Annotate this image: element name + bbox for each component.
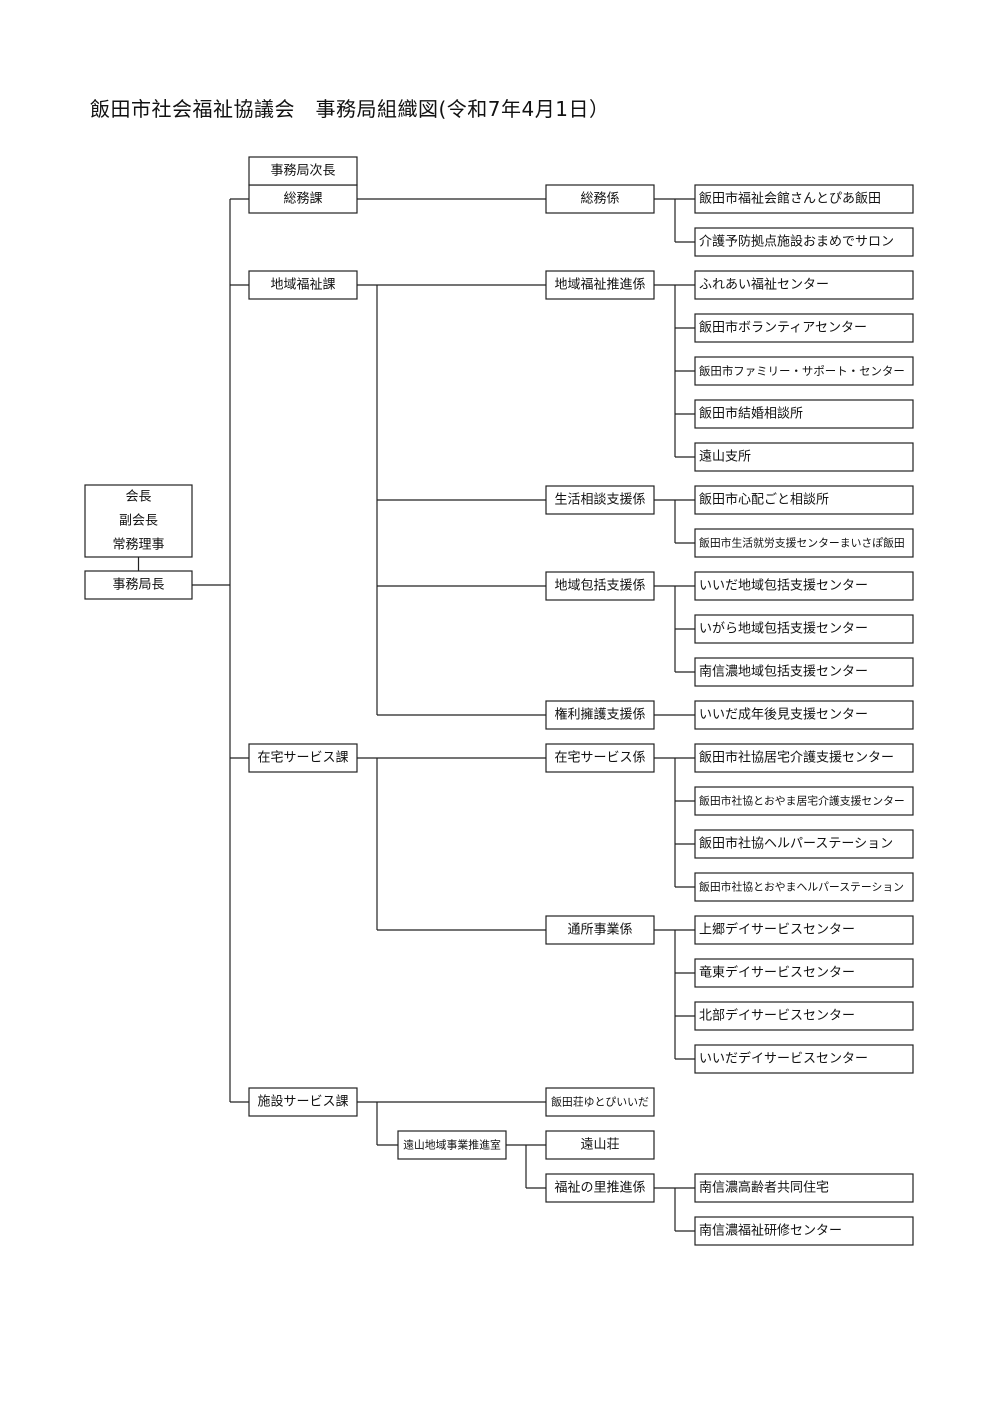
facility-box-label: 遠山支所	[699, 450, 751, 465]
facility-box: 介護予防拠点施設おまめでサロン	[694, 227, 914, 257]
facility-box-label: 飯田市ボランティアセンター	[699, 320, 867, 336]
facility-box-label: 南信濃高齢者共同住宅	[699, 1180, 829, 1196]
unit-box: 権利擁護支援係	[545, 700, 655, 730]
division-box-label: 地域福祉課	[270, 277, 335, 293]
facility-box: 南信濃地域包括支援センター	[694, 657, 914, 687]
facility-box: 遠山支所	[694, 442, 914, 472]
unit-box-label: 権利擁護支援係	[554, 707, 645, 723]
facility-box-label: 介護予防拠点施設おまめでサロン	[699, 234, 894, 250]
office-box-label: 遠山地域事業推進室	[403, 1138, 501, 1152]
unit-box: 在宅サービス係	[545, 743, 655, 773]
facility-box-label: 飯田市社協とおやまヘルパーステーション	[699, 880, 904, 894]
unit-box: 地域福祉推進係	[545, 270, 655, 300]
facility-box-label: ふれあい福祉センター	[699, 278, 829, 293]
facility-box: 南信濃福祉研修センター	[694, 1216, 914, 1246]
facility-box: 飯田市福祉会館さんとぴあ飯田	[694, 184, 914, 214]
facility-box: いいだ地域包括支援センター	[694, 571, 914, 601]
unit-box: 通所事業係	[545, 915, 655, 945]
facility-box: 南信濃高齢者共同住宅	[694, 1173, 914, 1203]
unit-box-label: 飯田荘ゆとぴいいだ	[551, 1095, 649, 1109]
facility-box: 飯田市ボランティアセンター	[694, 313, 914, 343]
facility-box: 飯田市社協居宅介護支援センター	[694, 743, 914, 773]
facility-box-label: 飯田市生活就労支援センターまいさぽ飯田	[699, 536, 905, 550]
facility-box-label: 上郷デイサービスセンター	[699, 922, 855, 938]
facility-box: 上郷デイサービスセンター	[694, 915, 914, 945]
facility-box: いいだデイサービスセンター	[694, 1044, 914, 1074]
facility-box-label: いがら地域包括支援センター	[699, 622, 868, 637]
division-box: 総務課	[248, 184, 358, 214]
unit-box: 地域包括支援係	[545, 571, 655, 601]
facility-box-label: 飯田市ファミリー・サポート・センター	[699, 364, 905, 378]
officers-box-label: 副会長	[119, 514, 158, 529]
facility-box-label: いいだ成年後見支援センター	[699, 708, 868, 723]
unit-box-label: 在宅サービス係	[554, 751, 645, 766]
deputy-director-box: 事務局次長	[248, 156, 358, 186]
division-box-label: 在宅サービス課	[257, 750, 348, 766]
division-box: 施設サービス課	[248, 1087, 358, 1117]
facility-box: いいだ成年後見支援センター	[694, 700, 914, 730]
office-box: 遠山地域事業推進室	[397, 1130, 507, 1160]
officers-box-label: 会長	[125, 490, 151, 505]
facility-box-label: 飯田市社協とおやま居宅介護支援センター	[699, 794, 905, 808]
facility-box-label: 南信濃福祉研修センター	[699, 1223, 842, 1239]
facility-box: 飯田市社協ヘルパーステーション	[694, 829, 914, 859]
unit-box: 総務係	[545, 184, 655, 214]
facility-box: 飯田市心配ごと相談所	[694, 485, 914, 515]
facility-box: いがら地域包括支援センター	[694, 614, 914, 644]
division-box: 在宅サービス課	[248, 743, 358, 773]
facility-box-label: 飯田市社協ヘルパーステーション	[699, 836, 893, 852]
unit-box-label: 生活相談支援係	[554, 492, 645, 508]
unit-box-label: 地域包括支援係	[554, 579, 645, 594]
facility-box: 飯田市結婚相談所	[694, 399, 914, 429]
facility-box: 竜東デイサービスセンター	[694, 958, 914, 988]
secretary-general-box-label: 事務局長	[112, 578, 164, 593]
facility-box-label: 南信濃地域包括支援センター	[699, 664, 868, 680]
unit-box: 飯田荘ゆとぴいいだ	[545, 1087, 655, 1117]
page-title: 飯田市社会福祉協議会 事務局組織図(令和7年4月1日）	[90, 97, 610, 121]
officers-box-label: 常務理事	[112, 538, 164, 553]
facility-box-label: いいだデイサービスセンター	[699, 1051, 868, 1067]
division-box: 地域福祉課	[248, 270, 358, 300]
facility-box-label: 飯田市結婚相談所	[699, 406, 803, 422]
division-box-label: 総務課	[283, 191, 322, 207]
facility-box-label: 北部デイサービスセンター	[699, 1008, 855, 1024]
unit-box-label: 通所事業係	[567, 922, 632, 938]
division-box-label: 施設サービス課	[257, 1094, 348, 1110]
facility-box-label: 飯田市心配ごと相談所	[699, 492, 829, 508]
facility-box-label: 飯田市社協居宅介護支援センター	[699, 750, 894, 766]
secretary-general-box: 事務局長	[84, 570, 193, 600]
unit-box: 生活相談支援係	[545, 485, 655, 515]
facility-box: 飯田市社協とおやまヘルパーステーション	[694, 872, 914, 902]
facility-box: 飯田市ファミリー・サポート・センター	[694, 356, 914, 386]
facility-box: 飯田市社協とおやま居宅介護支援センター	[694, 786, 914, 816]
unit-box-label: 福祉の里推進係	[554, 1181, 645, 1196]
unit-box-label: 総務係	[580, 192, 619, 207]
unit-box: 福祉の里推進係	[545, 1173, 655, 1203]
deputy-director-box-label: 事務局次長	[270, 163, 335, 179]
unit-box-label: 遠山荘	[580, 1138, 619, 1153]
facility-box: 飯田市生活就労支援センターまいさぽ飯田	[694, 528, 914, 558]
facility-box-label: いいだ地域包括支援センター	[699, 579, 868, 594]
facility-box-label: 竜東デイサービスセンター	[699, 965, 855, 981]
unit-box: 遠山荘	[545, 1130, 655, 1160]
unit-box-label: 地域福祉推進係	[554, 278, 645, 293]
facility-box-label: 飯田市福祉会館さんとぴあ飯田	[699, 191, 881, 207]
facility-box: ふれあい福祉センター	[694, 270, 914, 300]
facility-box: 北部デイサービスセンター	[694, 1001, 914, 1031]
